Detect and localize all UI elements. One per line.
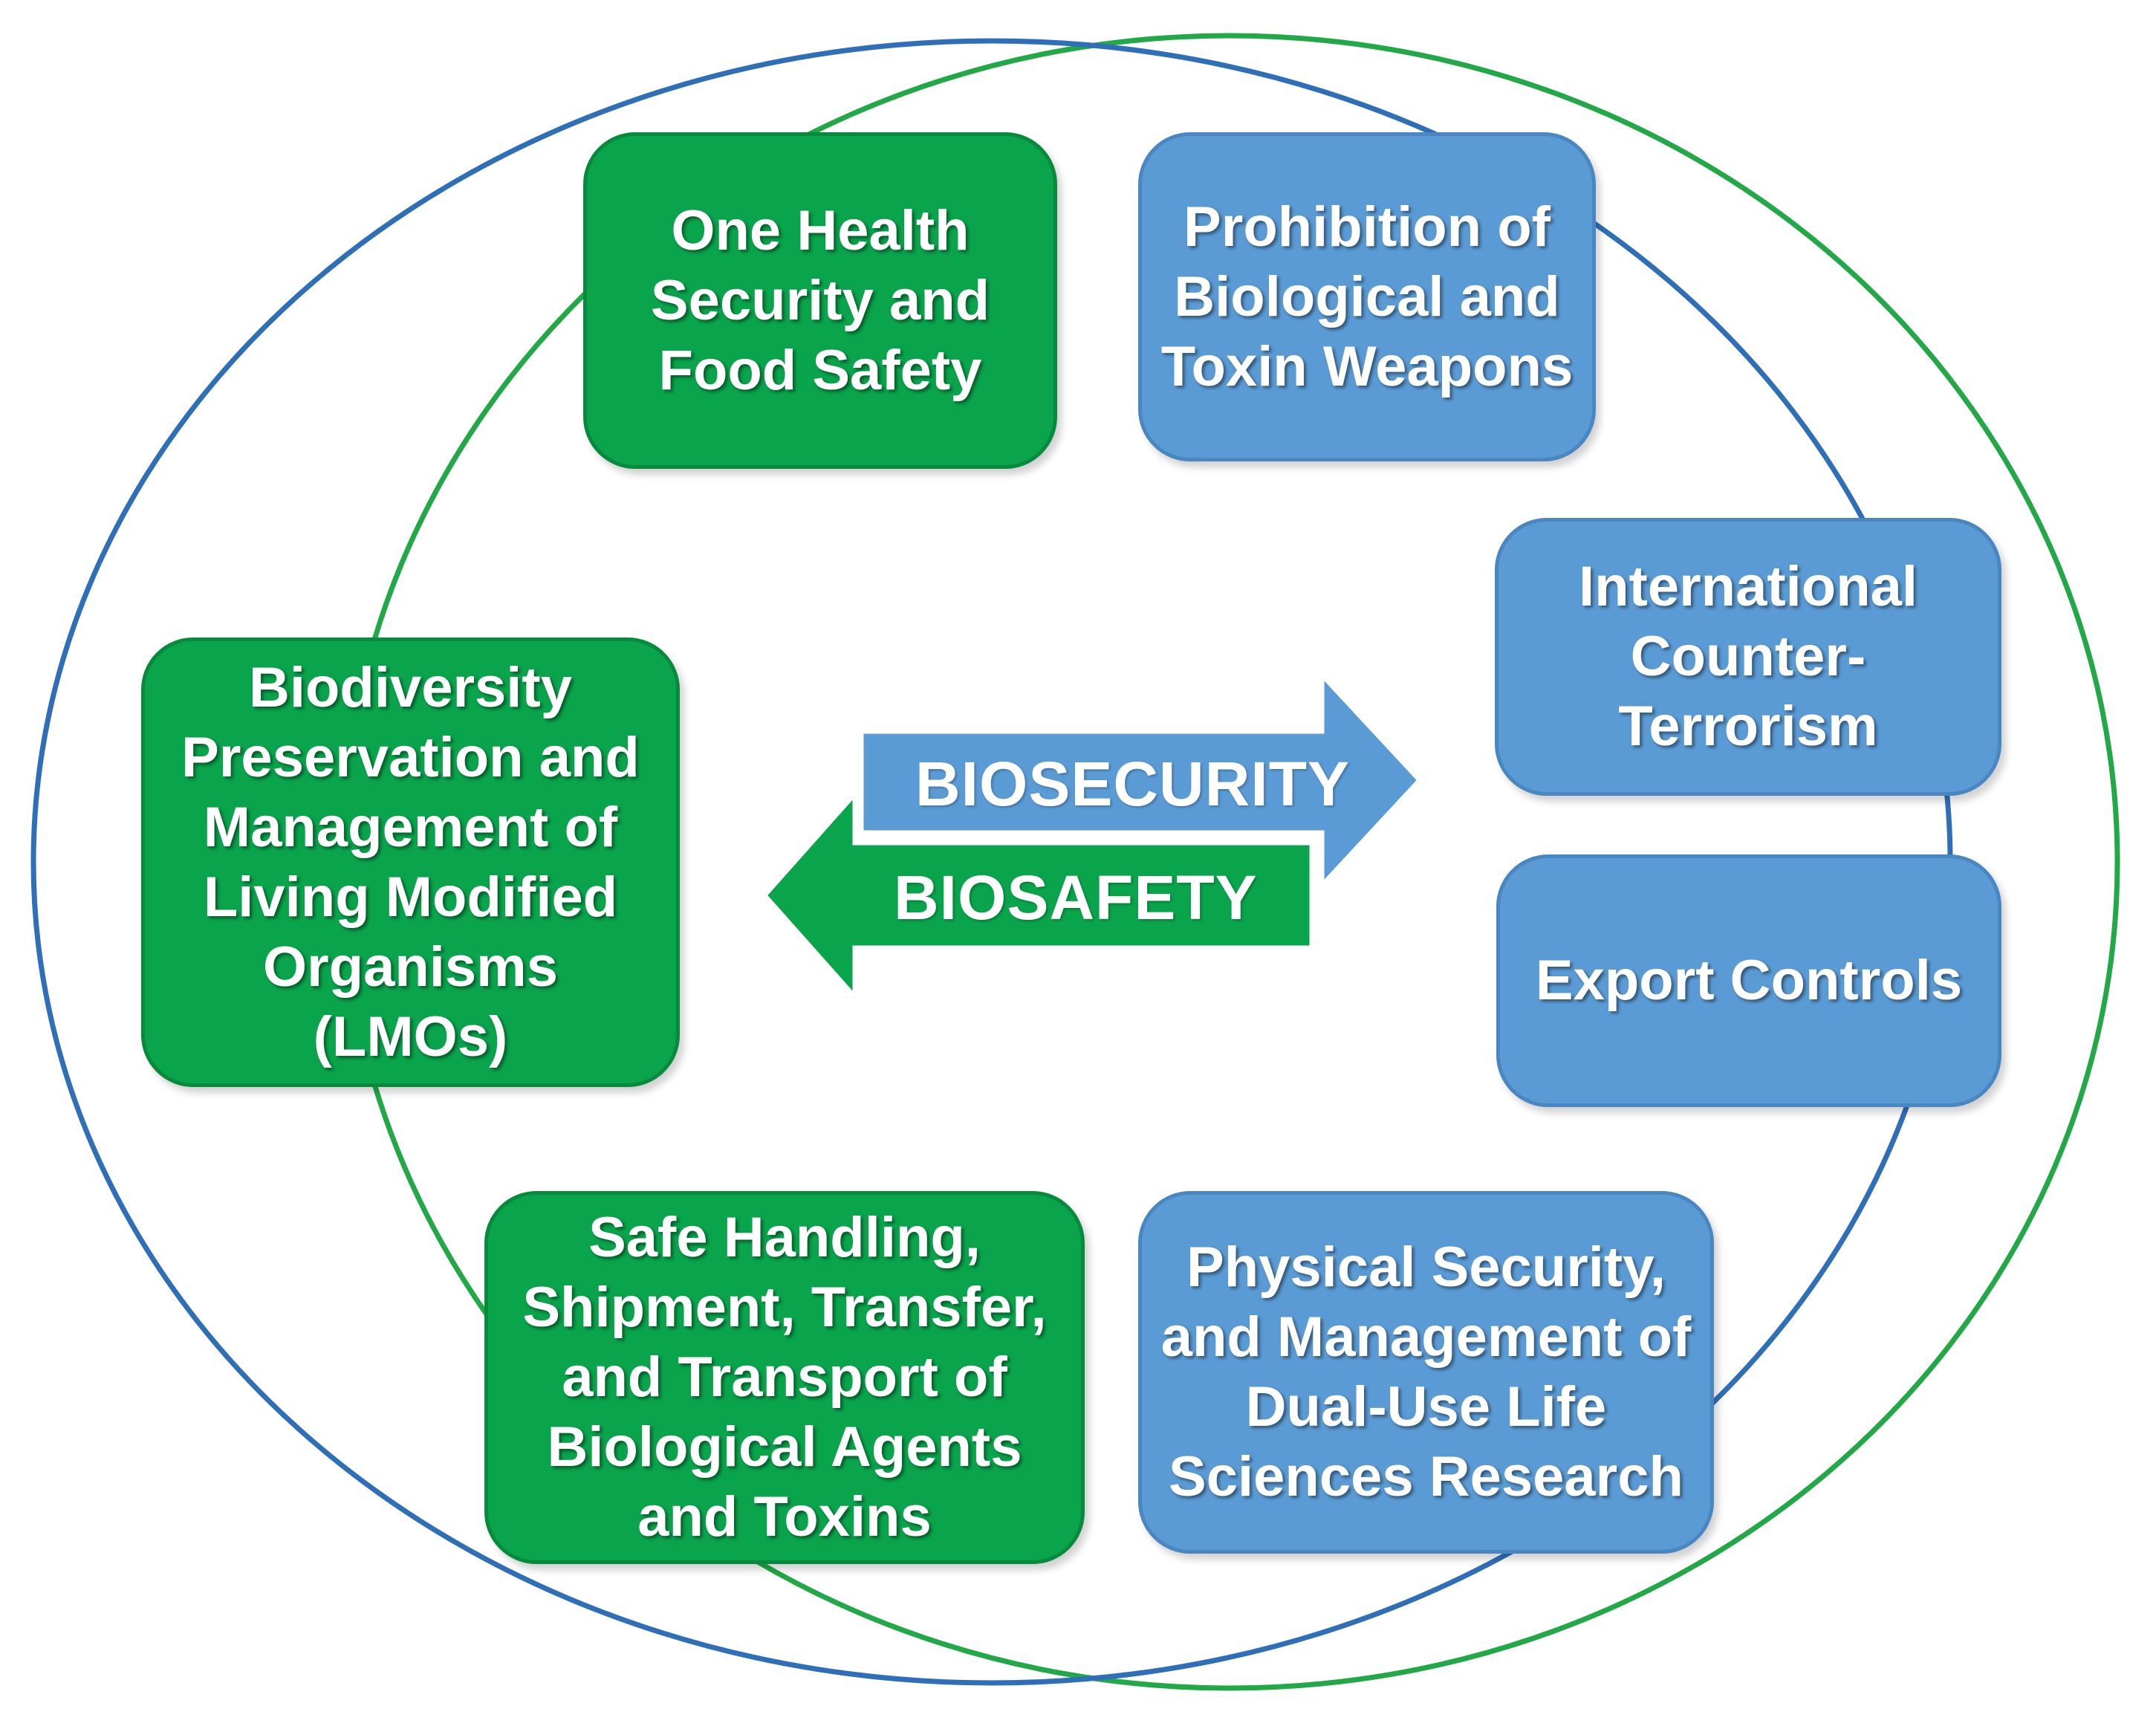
prohibition-label: Prohibition of Biological and Toxin Weap… [1160,195,1574,398]
physical-security-label: Physical Security, and Management of Dua… [1160,1236,1692,1508]
physical-security-box: Physical Security, and Management of Dua… [1138,1191,1714,1554]
biosecurity-label: BIOSECURITY [915,749,1351,819]
prohibition-box: Prohibition of Biological and Toxin Weap… [1138,132,1596,461]
biosecurity-arrow [860,671,1422,889]
biosafety-arrow [762,790,1314,1001]
biodiversity-box: Biodiversity Preservation and Management… [141,638,680,1087]
counter-terrorism-label: International Counter- Terrorism [1578,555,1918,758]
safe-handling-box: Safe Handling, Shipment, Transfer, and T… [484,1191,1085,1564]
counter-terrorism-box: International Counter- Terrorism [1495,518,2001,796]
biodiversity-label: Biodiversity Preservation and Management… [181,655,640,1068]
export-controls-label: Export Controls [1535,949,1963,1012]
one-health-label: One Health Security and Food Safety [650,198,990,402]
biosafety-label: BIOSAFETY [894,863,1258,932]
safe-handling-label: Safe Handling, Shipment, Transfer, and T… [522,1206,1047,1548]
one-health-box: One Health Security and Food Safety [583,132,1057,469]
export-controls-box: Export Controls [1496,854,2001,1107]
